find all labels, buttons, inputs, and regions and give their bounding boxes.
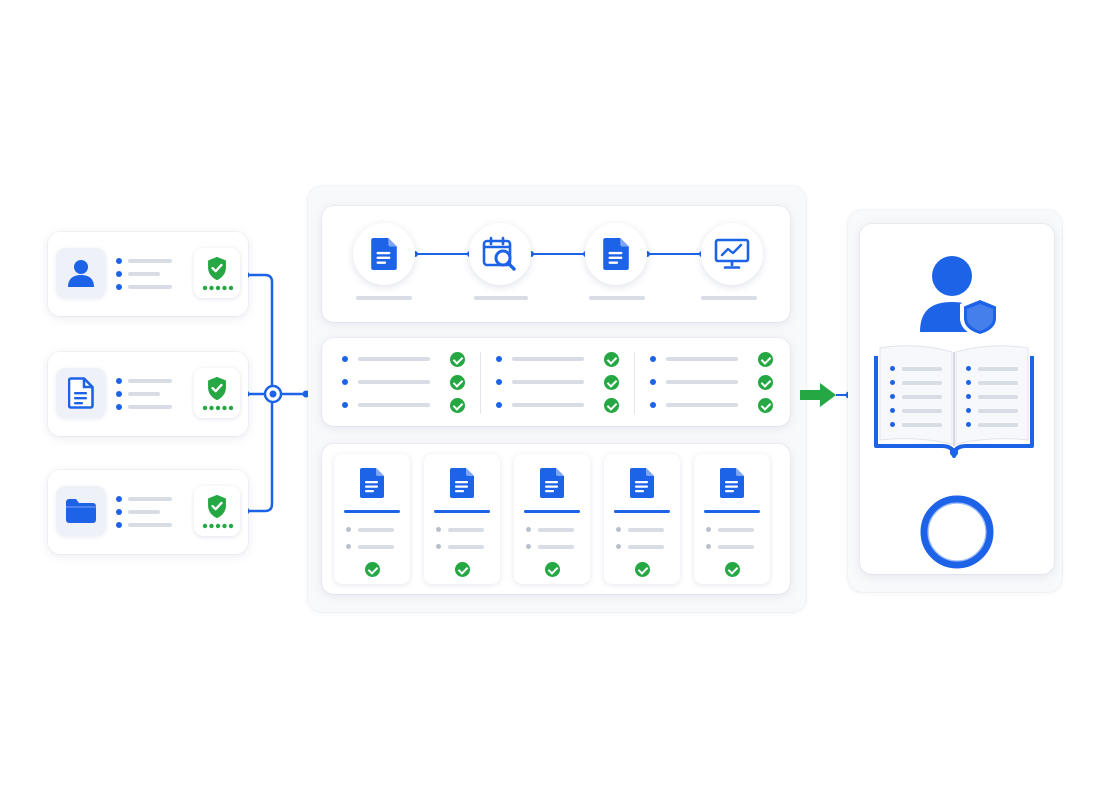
source-card-document[interactable] [48,352,248,436]
monitor-chart-icon [714,238,750,269]
pipeline-step-label [701,296,757,300]
document-icon [540,468,564,498]
shield-check-tile [194,248,240,298]
pipeline-step[interactable] [469,223,531,285]
check-circle-icon [604,352,619,367]
processing-panel [308,186,806,612]
check-circle-icon [450,375,465,390]
source-card-folder[interactable] [48,470,248,554]
open-book-icon [872,342,1036,458]
check-circle-icon [758,375,773,390]
check-circle-icon [635,562,650,577]
target-node-icon [263,384,283,404]
check-circle-icon [450,398,465,413]
check-circle-icon [604,375,619,390]
ring-icon [920,495,994,569]
check-circle-icon [450,352,465,367]
output-panel [848,210,1062,592]
document-card[interactable] [424,454,500,584]
document-card[interactable] [694,454,770,584]
checklist-row [322,338,790,426]
pipeline-step[interactable] [701,223,763,285]
source-icon-tile [56,248,106,298]
document-icon [630,468,654,498]
source-card-user[interactable] [48,232,248,316]
document-icon [603,238,629,270]
user-icon [68,260,94,287]
check-circle-icon [365,562,380,577]
check-circle-icon [758,398,773,413]
document-icon [720,468,744,498]
output-card[interactable] [860,224,1054,574]
source-icon-tile [56,486,106,536]
progress-dots [202,523,234,529]
checklist-divider [634,352,635,414]
source-icon-tile [56,368,106,418]
pipeline-step-label [589,296,645,300]
checklist-group [650,352,780,414]
pipeline-step-label [474,296,528,300]
documents-row [322,444,790,594]
user-shield-icon [920,256,1000,336]
calendar-search-icon [482,236,516,271]
pipeline-step[interactable] [585,223,647,285]
folder-icon [66,499,96,523]
pipeline-row [322,206,790,322]
checklist-group [496,352,626,414]
document-icon [371,238,397,270]
check-circle-icon [545,562,560,577]
document-icon [450,468,474,498]
progress-dots [202,405,234,411]
check-circle-icon [604,398,619,413]
checklist-divider [480,352,481,414]
check-circle-icon [758,352,773,367]
document-card[interactable] [604,454,680,584]
check-circle-icon [725,562,740,577]
shield-check-icon [206,256,228,281]
document-card[interactable] [514,454,590,584]
shield-check-tile [194,368,240,418]
shield-check-tile [194,486,240,536]
checklist-group [342,352,472,414]
shield-check-icon [206,376,228,401]
pipeline-step-label [356,296,412,300]
pipeline-step[interactable] [353,223,415,285]
document-card[interactable] [334,454,410,584]
check-circle-icon [455,562,470,577]
shield-check-icon [206,494,228,519]
document-icon [68,377,94,409]
progress-dots [202,285,234,291]
document-icon [360,468,384,498]
